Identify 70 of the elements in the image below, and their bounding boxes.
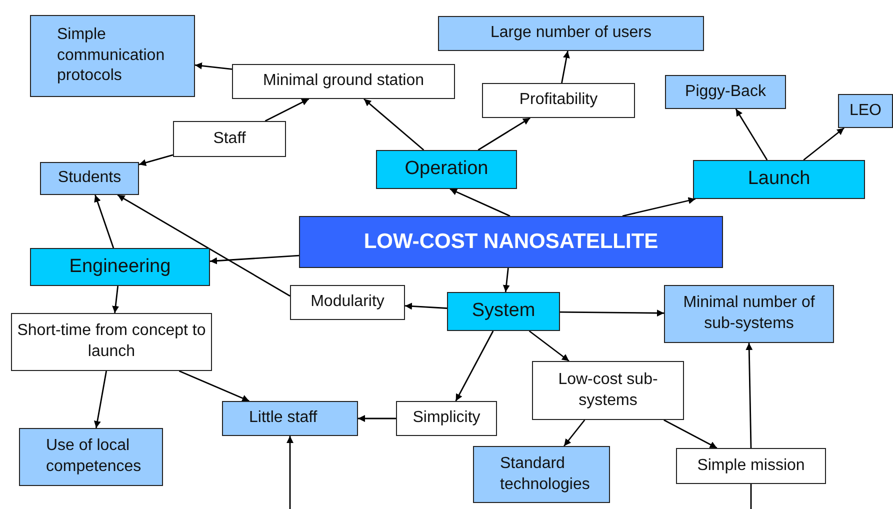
arrow <box>94 370 108 428</box>
node-label: Large number of users <box>490 23 652 44</box>
arrow <box>358 415 396 422</box>
concept-box <box>19 428 163 486</box>
node-label: System <box>472 299 536 324</box>
arrow <box>264 98 310 122</box>
node-label: Simple communication protocols <box>57 24 166 86</box>
topic-box <box>30 248 210 286</box>
arrow <box>560 310 664 317</box>
node-label: Staff <box>213 128 246 149</box>
arrow <box>112 286 120 314</box>
node-label: Modularity <box>310 292 384 312</box>
arrow <box>450 188 510 217</box>
concept-box <box>473 446 610 503</box>
node-label: Launch <box>748 167 810 192</box>
node-label: Simple mission <box>697 456 805 476</box>
arrow <box>364 98 424 151</box>
concept-box <box>665 75 786 109</box>
concept-box <box>838 94 893 128</box>
node-label: Students <box>58 168 122 188</box>
arrow <box>138 154 174 166</box>
node-label: Simplicity <box>412 408 480 428</box>
node-label: Standard technologies <box>500 454 591 494</box>
arrow <box>664 419 718 449</box>
central-topic-box <box>299 216 723 268</box>
arrow <box>178 370 250 402</box>
concept-box <box>482 83 635 118</box>
arrow <box>117 194 290 297</box>
arrow <box>455 330 494 402</box>
arrow <box>746 342 753 448</box>
arrow <box>561 50 570 84</box>
node-label: Low-cost sub-systems <box>557 370 659 410</box>
arrow <box>564 420 586 446</box>
arrow <box>735 108 768 160</box>
concept-box <box>173 121 286 157</box>
arrow <box>478 117 530 151</box>
arrow <box>502 268 510 292</box>
node-label: LEO <box>849 100 882 121</box>
arrow <box>622 197 696 217</box>
node-label: Little staff <box>249 408 318 428</box>
node-label: Minimal number of sub-systems <box>682 293 816 334</box>
arrow <box>803 127 844 161</box>
concept-box <box>232 64 455 99</box>
node-label: Profitability <box>519 90 598 110</box>
concept-box <box>676 448 826 484</box>
concept-box <box>30 15 195 97</box>
arrow <box>194 62 232 70</box>
node-label: LOW-COST NANOSATELLITE <box>364 229 658 256</box>
node-label: Minimal ground station <box>263 71 424 92</box>
node-label: Operation <box>404 157 488 182</box>
node-label: Engineering <box>69 254 171 279</box>
concept-box <box>532 361 684 420</box>
concept-box <box>664 285 834 343</box>
arrow <box>286 436 294 509</box>
concept-box <box>222 401 358 436</box>
concept-box <box>40 162 139 195</box>
concept-box <box>396 401 497 436</box>
concept-box <box>438 16 704 51</box>
topic-box <box>376 150 517 189</box>
arrow <box>404 302 448 310</box>
node-label: Use of local competences <box>46 436 142 477</box>
concept-box <box>11 313 212 371</box>
arrow <box>94 194 114 248</box>
concept-box <box>290 285 405 320</box>
arrow <box>210 254 300 264</box>
node-label: Short-time from concept to launch <box>16 321 207 362</box>
node-label: Piggy-Back <box>685 82 766 102</box>
topic-box <box>693 160 865 199</box>
topic-box <box>447 292 560 331</box>
arrow <box>528 330 570 362</box>
